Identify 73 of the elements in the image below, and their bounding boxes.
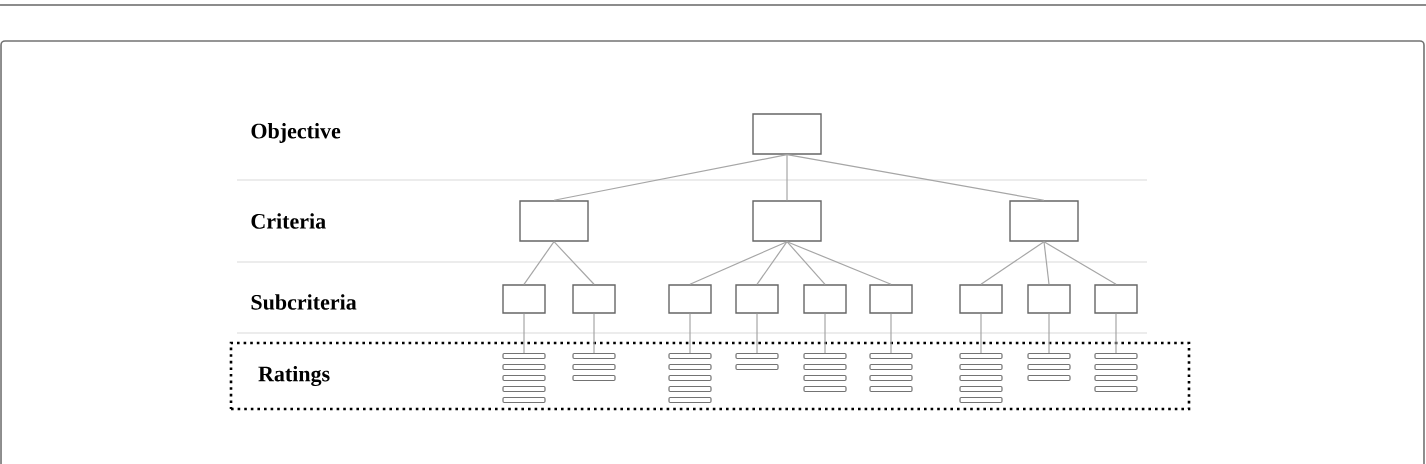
rating-bar (869, 363, 913, 371)
rating-bar (959, 374, 1003, 382)
connector-line (980, 313, 982, 354)
hierarchy-box (869, 284, 913, 314)
hierarchy-box (1009, 200, 1079, 242)
connector-line (786, 154, 1045, 201)
level-label: Criteria (251, 213, 326, 229)
hierarchy-box (572, 284, 616, 314)
connector-line (523, 241, 555, 285)
rating-bar (1027, 363, 1071, 371)
connector-line (756, 313, 758, 354)
rating-bar (502, 396, 546, 404)
rating-bar (869, 374, 913, 382)
rating-bar (1094, 363, 1138, 371)
rating-bar (1094, 374, 1138, 382)
hierarchy-box (803, 284, 847, 314)
connector-line (756, 241, 788, 285)
rating-bar (959, 396, 1003, 404)
level-label: Subcriteria (251, 294, 357, 310)
connector-line (786, 241, 892, 285)
connector-line (523, 313, 525, 354)
connector-line (786, 241, 826, 285)
rating-bar (502, 352, 546, 360)
hierarchy-box (1094, 284, 1138, 314)
hierarchy-box (735, 284, 779, 314)
rating-bar (735, 352, 779, 360)
hierarchy-box (752, 200, 822, 242)
rating-bar (502, 385, 546, 393)
connector-line (553, 154, 788, 201)
connector-line (553, 241, 595, 285)
rating-bar (959, 352, 1003, 360)
connector-line (689, 313, 691, 354)
rating-bar (668, 363, 712, 371)
connector-line (689, 241, 788, 285)
ratings-band: Ratings (229, 341, 1191, 411)
rating-bar (959, 385, 1003, 393)
hierarchy-box (752, 113, 822, 155)
rating-bar (803, 363, 847, 371)
rating-bar (959, 363, 1003, 371)
hierarchy-box (1027, 284, 1071, 314)
connector-line (1043, 241, 1050, 285)
hierarchy-box (668, 284, 712, 314)
connector-line (1048, 313, 1050, 354)
connector-line (1043, 241, 1117, 285)
connector-line (824, 313, 826, 354)
rating-bar (668, 352, 712, 360)
rating-bar (735, 363, 779, 371)
rating-bar (502, 374, 546, 382)
rating-bar (869, 385, 913, 393)
rating-bar (572, 352, 616, 360)
rating-bar (502, 363, 546, 371)
rating-bar (1094, 385, 1138, 393)
rating-bar (1094, 352, 1138, 360)
rating-bar (803, 374, 847, 382)
hierarchy-box (502, 284, 546, 314)
rating-bar (1027, 374, 1071, 382)
connector-line (786, 154, 788, 201)
rating-bar (668, 374, 712, 382)
rating-bar (668, 385, 712, 393)
level-label: Objective (251, 123, 341, 143)
connector-line (593, 313, 595, 354)
hierarchy-box (519, 200, 589, 242)
rating-bar (803, 352, 847, 360)
connector-line (890, 313, 892, 354)
rating-bar (572, 363, 616, 371)
connector-line (1115, 313, 1117, 354)
rating-bar (572, 374, 616, 382)
hierarchy-box (959, 284, 1003, 314)
rating-bar (803, 385, 847, 393)
rating-bar (668, 396, 712, 404)
rating-bar (1027, 352, 1071, 360)
connector-line (980, 241, 1045, 285)
rating-bar (869, 352, 913, 360)
